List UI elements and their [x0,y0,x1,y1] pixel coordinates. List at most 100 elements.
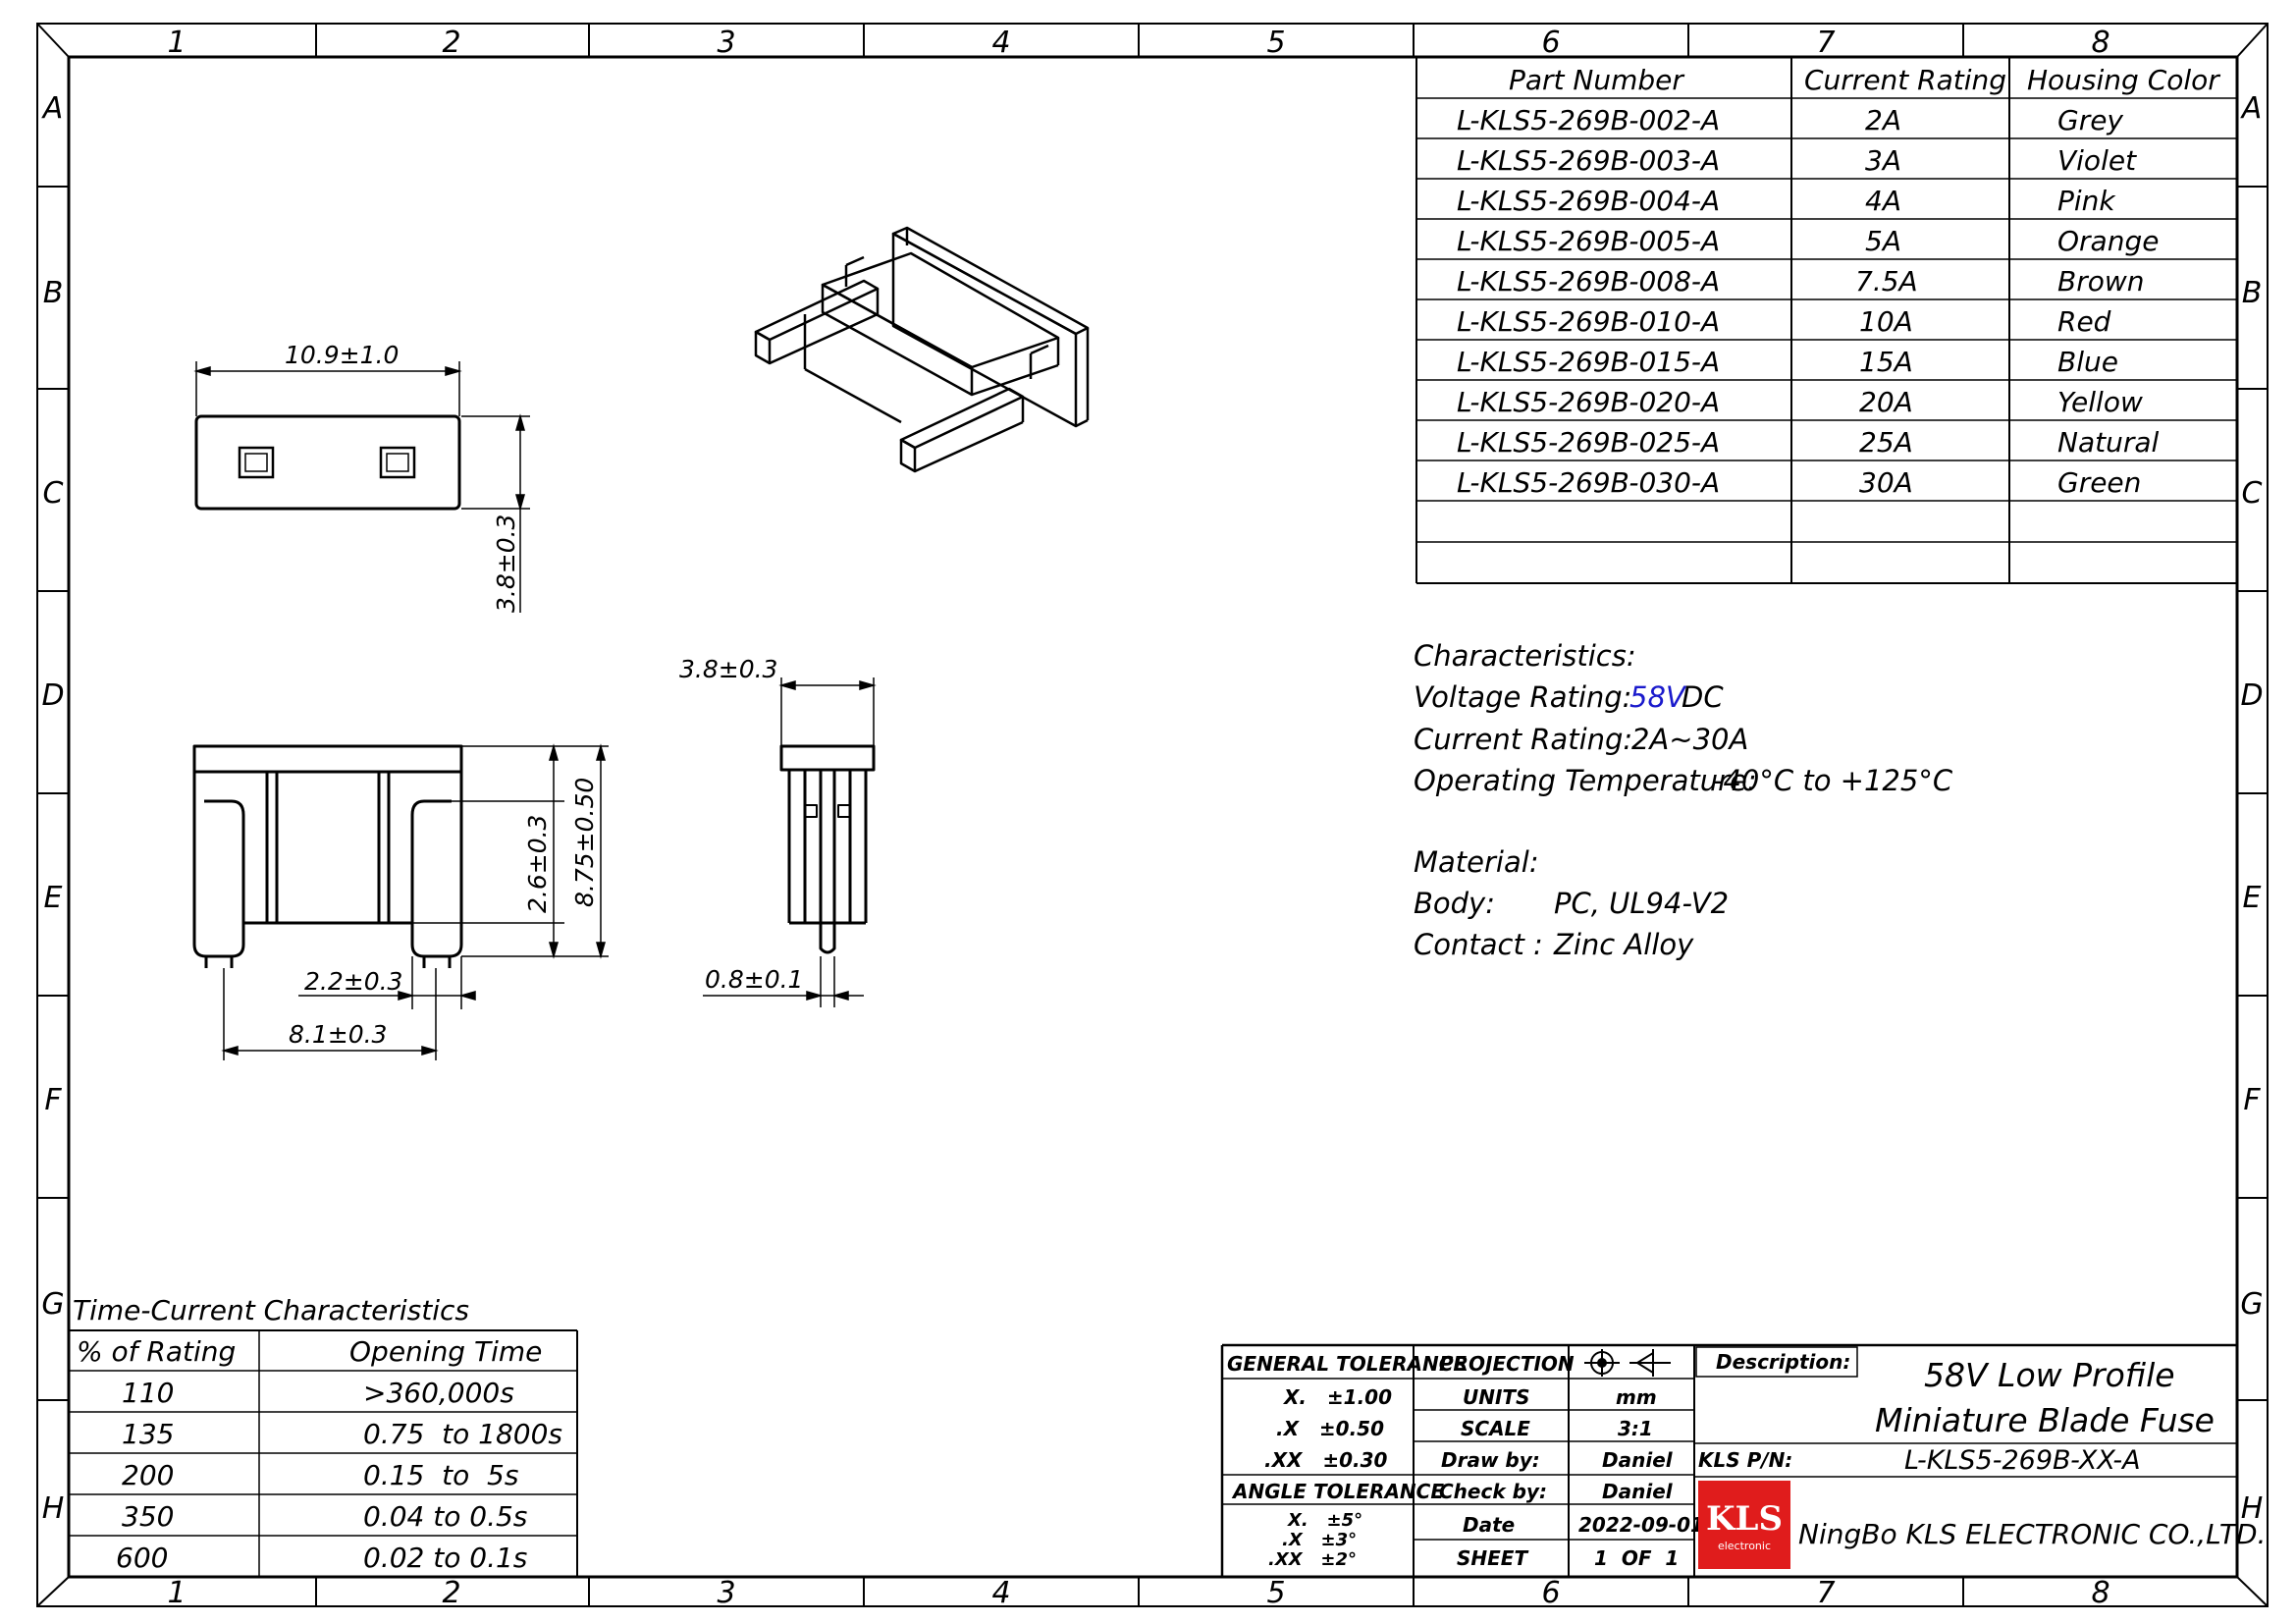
column-label: 6 [1541,1576,1560,1610]
column-label: 8 [2091,26,2109,60]
description-line-1: 58V Low Profile [1924,1356,2175,1394]
tolerance-x2: .XX ±0.30 [1264,1448,1388,1472]
housing-color-cell: Orange [2057,225,2159,257]
front-view [192,744,463,968]
rating-cell: 110 [122,1377,174,1409]
table-header: Current Rating [1804,64,2006,96]
description-line-2: Miniature Blade Fuse [1875,1401,2215,1439]
side-view-dimensions [703,677,877,1007]
column-label: 8 [2091,1576,2109,1610]
opening-time-cell: 0.04 to 0.5s [363,1500,527,1533]
logo-subtext: electronic [1718,1540,1771,1552]
top-view-dimensions [193,361,530,613]
kls-pn-value: L-KLS5-269B-XX-A [1904,1445,2141,1476]
dimension-side-contact: 0.8±0.1 [705,965,803,994]
current-rating-cell: 20A [1859,386,1913,418]
zone-labels: 1 2 3 4 5 6 7 8 1 2 3 4 5 6 7 8 A B C D … [41,26,2264,1610]
row-label: H [42,1491,65,1526]
side-view [779,744,876,954]
column-label: 1 [167,1576,186,1610]
rating-cell: 350 [122,1500,174,1533]
rating-cell: 135 [122,1418,174,1450]
dimension-front-total-height: 8.75±0.50 [570,778,599,907]
row-label: G [41,1287,64,1322]
row-label: E [44,881,63,915]
units-value: mm [1616,1385,1657,1409]
housing-color-cell: Violet [2057,144,2137,177]
part-number-cell: L-KLS5-269B-003-A [1457,144,1720,177]
current-rating-cell: 3A [1865,144,1901,177]
column-label: 4 [991,26,1010,60]
column-label: 7 [1816,26,1835,60]
column-label: 2 [442,26,460,60]
kls-logo: KLS electronic [1698,1481,1790,1569]
title-block: GENERAL TOLERANCE X. ±1.00 .X ±0.50 .XX … [1220,1343,2266,1577]
current-rating-cell: 10A [1859,305,1913,338]
table-header: Housing Color [2027,64,2220,96]
column-label: 2 [442,1576,460,1610]
current-rating-cell: 5A [1865,225,1901,257]
dimension-front-tab-height: 2.6±0.3 [523,815,552,913]
column-label: 3 [717,1576,735,1610]
time-current-table: Time-Current Characteristics % of Rating… [69,1294,578,1577]
row-label: A [41,91,64,126]
operating-temperature-label: Operating Temperature: [1414,764,1757,797]
housing-color-cell: Green [2057,466,2141,499]
dimension-top-thickness: 3.8±0.3 [492,514,520,613]
rating-cell: 200 [122,1459,174,1491]
table-header: % of Rating [77,1335,236,1368]
column-label: 6 [1541,26,1560,60]
voltage-rating-value: 58V [1629,680,1687,714]
opening-time-cell: >360,000s [363,1377,514,1409]
part-number-cell: L-KLS5-269B-020-A [1457,386,1720,418]
draw-by-value: Daniel [1602,1448,1674,1472]
front-view-dimensions [221,743,609,1060]
column-label: 7 [1816,1576,1835,1610]
sheet-label: SHEET [1457,1546,1528,1570]
current-rating-cell: 7.5A [1855,265,1918,298]
housing-color-cell: Blue [2057,346,2118,378]
units-label: UNITS [1463,1385,1529,1409]
row-label: D [2240,678,2263,713]
time-current-title: Time-Current Characteristics [73,1294,469,1326]
current-rating-cell: 25A [1859,426,1913,459]
row-label: G [2240,1287,2263,1322]
body-value: PC, UL94-V2 [1554,887,1729,920]
column-label: 5 [1266,1576,1285,1610]
table-header: Opening Time [349,1335,542,1368]
characteristics-block: Characteristics: Voltage Rating: 58V DC … [1414,639,1953,797]
housing-color-cell: Brown [2057,265,2145,298]
row-label: H [2241,1491,2264,1526]
tolerance-x: X. ±1.00 [1282,1385,1392,1409]
top-view [194,414,461,511]
housing-color-cell: Yellow [2057,386,2143,418]
current-rating-cell: 15A [1859,346,1913,378]
scale-value: 3:1 [1618,1417,1653,1440]
check-by-label: Check by: [1439,1480,1547,1503]
row-label: B [43,276,64,310]
material-block: Material: Body: PC, UL94-V2 Contact : Zi… [1414,845,1729,961]
row-label: C [2242,476,2263,511]
angle-tolerance-x: X. ±5° [1287,1510,1362,1531]
voltage-rating-label: Voltage Rating: [1414,680,1631,714]
row-label: A [2240,91,2263,126]
projection-symbol-icon [1584,1349,1671,1377]
row-label: F [44,1083,62,1117]
angle-tolerance-label: ANGLE TOLERANCE [1231,1480,1444,1503]
sheet-value: 1 OF 1 [1594,1546,1679,1570]
rating-cell: 600 [116,1542,168,1574]
general-tolerance-label: GENERAL TOLERANCE [1227,1352,1467,1376]
description-label: Description: [1716,1350,1850,1374]
projection-label: PROJECTION [1439,1352,1575,1376]
part-number-cell: L-KLS5-269B-008-A [1457,265,1720,298]
dimension-front-tab-width: 2.2±0.3 [304,967,402,996]
row-label: F [2243,1083,2261,1117]
column-label: 4 [991,1576,1010,1610]
column-label: 1 [167,26,186,60]
drawing-frame [36,23,2269,1607]
part-number-cell: L-KLS5-269B-015-A [1457,346,1720,378]
tolerance-x1: .X ±0.50 [1276,1417,1384,1440]
dimension-side-thickness: 3.8±0.3 [679,655,777,683]
opening-time-cell: 0.75 to 1800s [363,1418,562,1450]
